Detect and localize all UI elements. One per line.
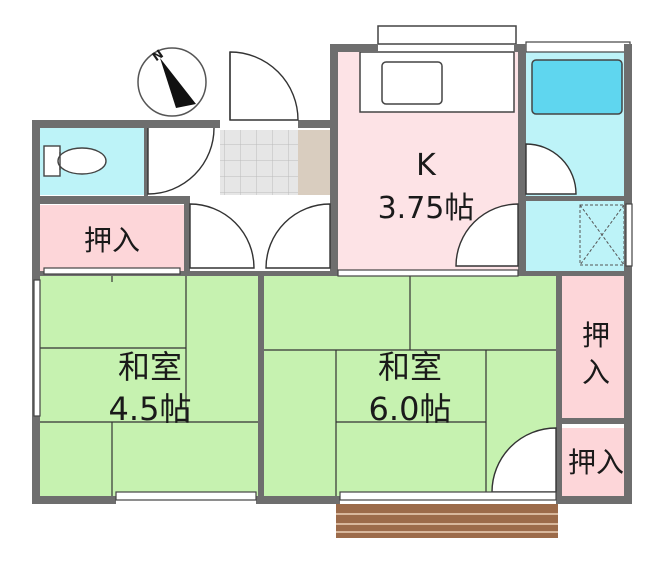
closet-top-left-label: 押入: [84, 224, 140, 257]
bathtub: [531, 59, 623, 115]
closet-right-small-floor: [562, 428, 630, 496]
kitchen-name: K: [416, 148, 437, 183]
compass: N: [137, 47, 207, 117]
closet-right-small-label: 押入: [568, 446, 624, 479]
washitsu-left-name: 和室: [118, 348, 182, 386]
kitchen-window: [377, 25, 517, 45]
closet-top-left-floor: [40, 205, 184, 271]
kitchen-sink: [381, 61, 443, 105]
washitsu-right-size: 6.0帖: [369, 390, 452, 428]
entrance-tile: [220, 130, 298, 195]
entrance-step: [298, 130, 332, 195]
kitchen-size: 3.75帖: [378, 191, 475, 226]
windows: [33, 203, 633, 501]
bath-window: [525, 41, 631, 53]
closet-right-tall-label-1: 押: [582, 319, 610, 352]
compass-needle-icon: [160, 58, 196, 108]
balcony: [336, 504, 558, 538]
closet-right-tall-label-2: 入: [582, 356, 610, 389]
toilet: [43, 145, 107, 177]
washitsu-right-name: 和室: [378, 348, 442, 386]
tatami-lines-right: [264, 276, 556, 496]
washing-machine-space: [579, 204, 625, 266]
closet-right-tall-floor: [562, 276, 630, 418]
washitsu-left-floor: [40, 276, 262, 496]
washroom-floor: [526, 200, 630, 272]
doors: [147, 51, 577, 493]
washitsu-left-size: 4.5帖: [109, 390, 192, 428]
tatami-lines-left: [40, 276, 262, 496]
